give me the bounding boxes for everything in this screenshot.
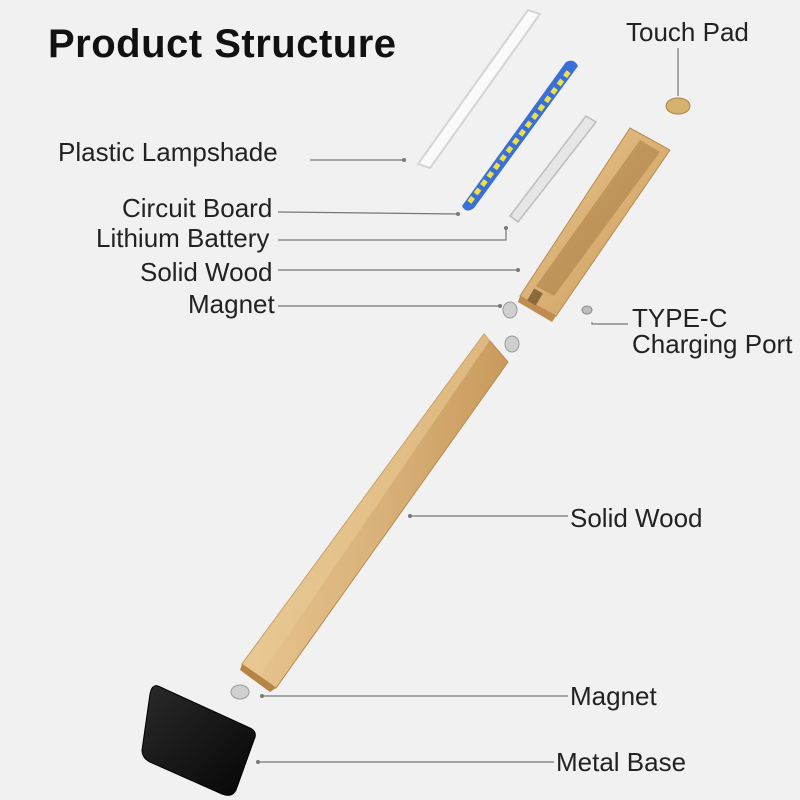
label-lithium-battery: Lithium Battery bbox=[96, 223, 270, 253]
led-chip bbox=[556, 78, 565, 87]
leader-lines bbox=[258, 48, 679, 763]
solid-wood-top-part bbox=[518, 127, 671, 322]
led-chip bbox=[499, 154, 507, 162]
led-chip bbox=[518, 128, 526, 137]
label-metal-base: Metal Base bbox=[556, 747, 687, 777]
touch-pad-part bbox=[665, 97, 691, 115]
led-chip bbox=[486, 170, 495, 179]
label-type-c-line1: TYPE-C bbox=[632, 303, 728, 333]
led-chip bbox=[473, 187, 482, 196]
label-solid-wood-main: Solid Wood bbox=[570, 503, 703, 533]
label-plastic-lampshade: Plastic Lampshade bbox=[58, 137, 278, 167]
led-chip bbox=[480, 179, 488, 187]
led-chip bbox=[492, 162, 501, 171]
label-type-c-line2: Charging Port bbox=[632, 329, 793, 359]
label-circuit-board: Circuit Board bbox=[122, 193, 273, 223]
magnet-bottom-part bbox=[230, 684, 250, 700]
label-solid-wood-top: Solid Wood bbox=[140, 257, 273, 287]
type-c-port-part bbox=[581, 305, 593, 315]
lithium-battery-part bbox=[508, 115, 598, 224]
plastic-lampshade-part bbox=[416, 8, 542, 170]
label-magnet-bottom: Magnet bbox=[570, 681, 657, 711]
magnet-top-part-2 bbox=[504, 335, 520, 353]
led-chip bbox=[563, 70, 571, 79]
solid-wood-main-part bbox=[240, 333, 509, 692]
led-chip bbox=[512, 137, 520, 146]
led-chip bbox=[467, 195, 475, 204]
led-chip bbox=[531, 112, 539, 120]
leader-dots bbox=[256, 158, 520, 764]
magnet-top-part bbox=[502, 301, 518, 319]
led-chip bbox=[537, 103, 546, 112]
led-chip bbox=[505, 145, 514, 154]
page-title: Product Structure bbox=[48, 22, 397, 66]
led-chip bbox=[524, 120, 533, 129]
circuit-board-part bbox=[462, 60, 578, 211]
label-touch-pad: Touch Pad bbox=[626, 17, 749, 47]
label-magnet-top: Magnet bbox=[188, 289, 275, 319]
metal-base-part bbox=[141, 685, 256, 796]
led-chip bbox=[543, 95, 552, 104]
led-chip bbox=[550, 87, 558, 95]
